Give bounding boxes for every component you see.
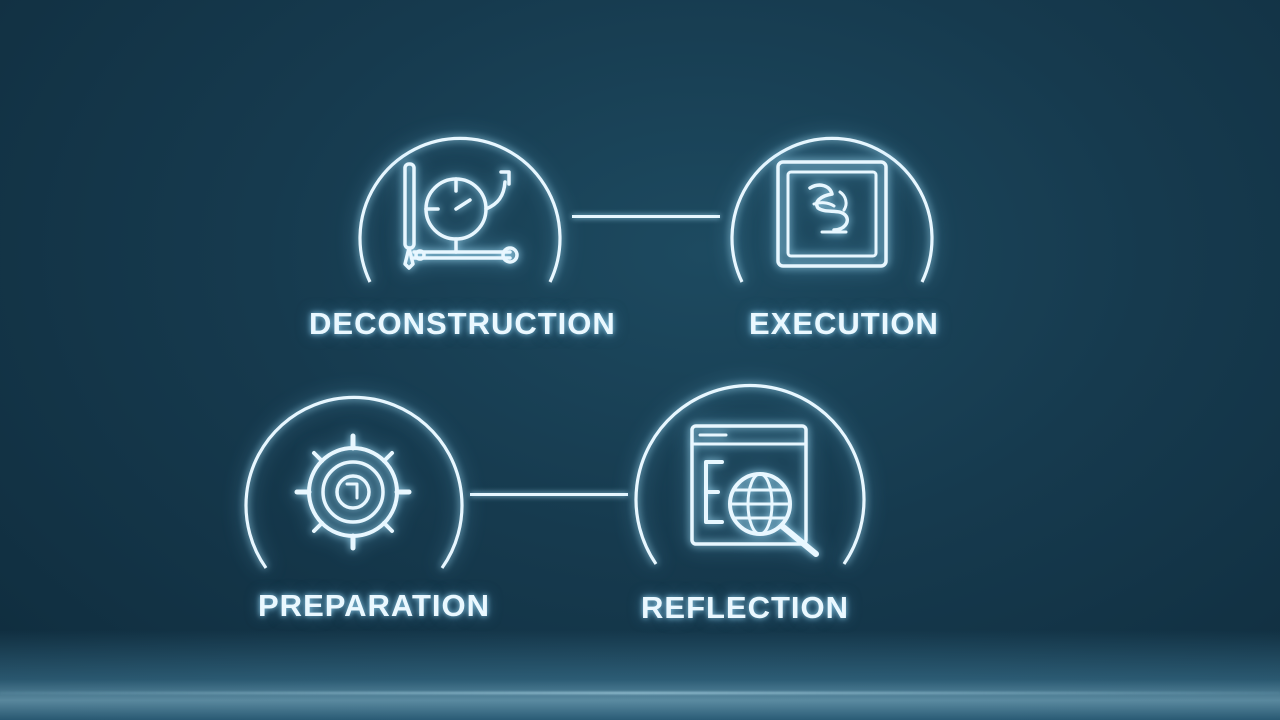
node-label-reflection: REFLECTION [641,590,850,625]
framed-document-icon [776,160,888,268]
node-arc-preparation [244,395,464,569]
connector-deconstruction-execution [572,215,720,218]
floor-glow [0,630,1280,720]
node-label-deconstruction: DECONSTRUCTION [309,306,616,341]
target-gear-icon [294,433,412,551]
node-arc-reflection [634,383,866,565]
node-preparation [244,392,464,578]
node-execution [730,112,934,292]
node-deconstruction [358,112,562,292]
pipe-gauge-icon [403,162,519,270]
browser-globe-search-icon [690,424,819,557]
node-label-preparation: PREPARATION [258,588,491,623]
node-arc-execution [730,136,934,283]
node-arc-deconstruction [358,136,562,283]
connector-preparation-reflection [470,493,628,496]
node-label-execution: EXECUTION [749,306,939,341]
node-reflection [634,378,866,574]
floor-horizon-line [0,692,1280,694]
